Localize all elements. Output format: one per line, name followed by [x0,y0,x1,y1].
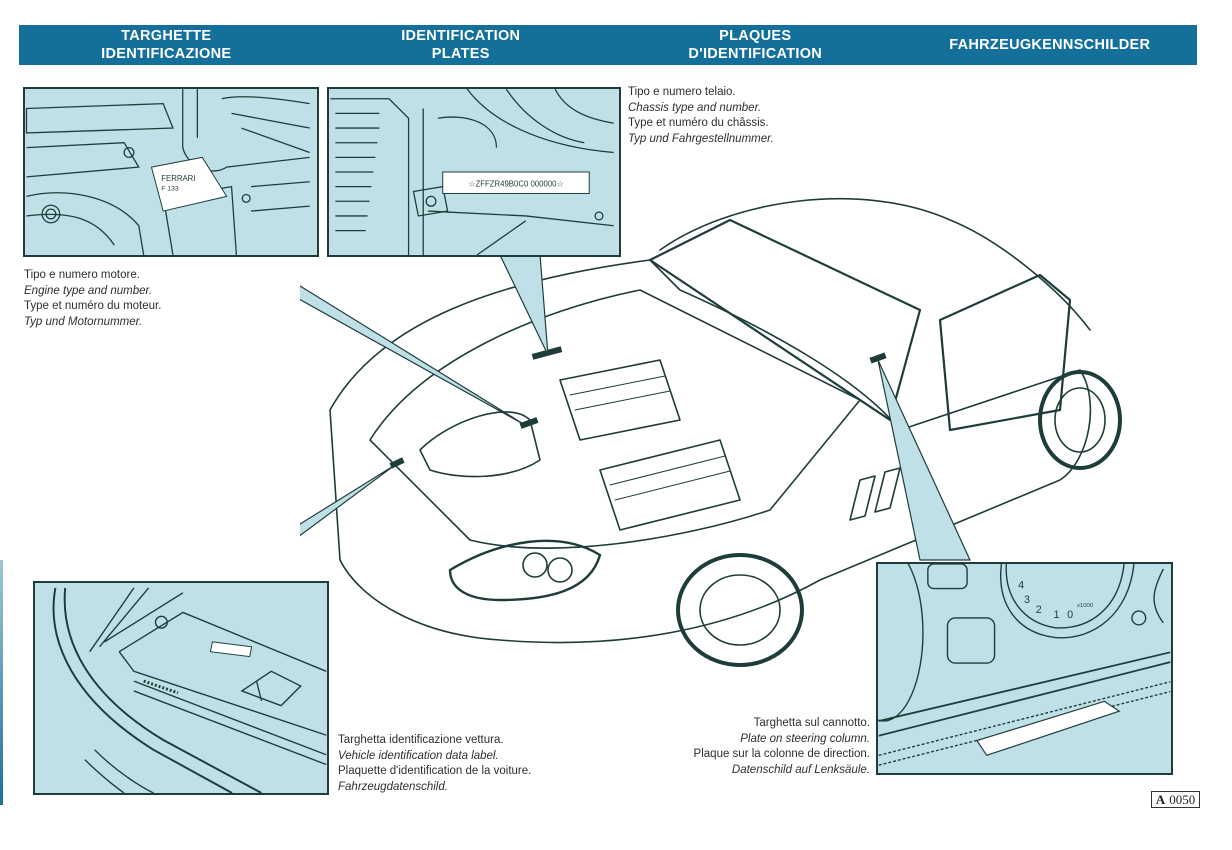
engine-plate [150,156,228,212]
rear-wheel-rim [1054,387,1106,453]
car-roof-outline [659,197,1091,331]
engine-caption-en: Engine type and number. [24,284,153,297]
engine-caption-fr: Type et numéro du moteur. [24,300,162,312]
steering-caption-fr: Plaque sur la colonne de direction. [693,748,870,760]
engine-caption-it: Tipo e numero motore. [24,269,140,281]
engine-caption: Tipo e numero motore. Engine type and nu… [24,268,161,330]
title-en-line2: PLATES [431,46,490,62]
headlight-lamp-2 [547,557,573,583]
engine-leader [300,285,526,426]
rear-wheel [1038,370,1122,470]
speedometer-dial [878,564,924,722]
steering-column-plate [975,700,1121,757]
tach-label-3: 3 [1024,594,1030,606]
chassis-plate-detail-art: ☆ZFFZR49B0C0 000000☆ [330,89,614,255]
car-windshield [648,218,922,422]
steering-caption-it: Targhetta sul cannotto. [753,717,870,729]
vehicle-label-caption-it: Targhetta identificazione vettura. [338,734,504,746]
engine-plate-marker [519,417,539,429]
headlight [448,539,602,602]
engine-plate-detail-art: FERRARI F 133 [25,89,310,255]
engine-cover-right [599,439,741,531]
front-wheel-rim [699,574,781,646]
warning-light-cover [946,617,996,664]
car-illustration [300,197,1122,667]
title-fr-line1: PLAQUES [719,28,792,44]
vehicle-label-caption-de: Fahrzeugdatenschild. [338,780,448,793]
title-en-line1: IDENTIFICATION [401,28,521,44]
title-it-line1: TARGHETTE [121,28,212,44]
steering-plate-detail-art: 4 3 2 1 0 x1000 [878,564,1171,766]
engine-plate-text-2: F 133 [161,186,179,193]
steering-leader [877,359,971,561]
page-reference: A 0050 [1151,791,1200,808]
chassis-caption-fr: Type et numéro du châssis. [628,117,769,129]
vehicle-label-detail-panel [33,581,329,795]
page-section-letter: A [1155,791,1166,807]
chassis-plate-detail-panel: ☆ZFFZR49B0C0 000000☆ [327,87,621,257]
title-english: IDENTIFICATION PLATES [314,25,609,65]
steering-plate-marker [869,352,887,364]
title-italian: TARGHETTE IDENTIFICAZIONE [19,25,314,65]
tach-label-2: 2 [1036,604,1042,616]
chassis-caption-en: Chassis type and number. [628,101,762,114]
vehicle-label-leader [300,464,396,537]
vehicle-label-caption: Targhetta identificazione vettura. Vehic… [338,733,531,795]
tach-label-0: 0 [1067,609,1073,621]
vehicle-label-caption-fr: Plaquette d'identification de la voiture… [338,765,532,777]
headlight-lamp-1 [522,552,548,578]
chassis-caption-de: Typ und Fahrgestellnummer. [628,132,774,145]
vehicle-data-label [209,641,253,658]
engine-caption-de: Typ und Motornummer. [24,315,143,328]
title-de-line1: FAHRZEUGKENNSCHILDER [949,37,1151,53]
chassis-caption-it: Tipo e numero telaio. [628,86,736,98]
tach-label-1: 1 [1053,609,1059,621]
side-vents [849,467,901,521]
tach-label-x1000: x1000 [1077,603,1094,609]
chassis-plate-text: ☆ZFFZR49B0C0 000000☆ [468,180,563,189]
vehicle-label-caption-en: Vehicle identification data label. [338,749,499,762]
title-fr-line2: D'IDENTIFICATION [688,46,823,62]
engine-plate-detail-panel: FERRARI F 133 [23,87,319,257]
engine-cover-left [559,359,681,441]
chassis-leader [499,254,549,356]
title-german: FAHRZEUGKENNSCHILDER [903,25,1198,65]
tachometer-dial [1000,564,1135,639]
title-band: TARGHETTE IDENTIFICAZIONE IDENTIFICATION P… [19,25,1197,65]
car-body-outline [329,259,1092,644]
engine-bay-outline [369,289,861,549]
engine-plate-text-1: FERRARI [161,174,195,183]
chassis-plate [442,171,590,194]
title-french: PLAQUES D'IDENTIFICATION [608,25,903,65]
page-number: 0050 [1169,791,1196,807]
steering-caption-en: Plate on steering column. [740,732,870,745]
car-side-window [938,273,1072,432]
front-hood-lid [419,411,541,478]
title-it-line2: IDENTIFICAZIONE [101,46,232,62]
front-wheel [676,553,804,667]
chassis-caption: Tipo e numero telaio. Chassis type and n… [628,85,774,147]
tach-label-4: 4 [1018,580,1024,592]
steering-caption-de: Datenschild auf Lenksäule. [731,763,870,776]
steering-plate-detail-panel: 4 3 2 1 0 x1000 [876,562,1173,775]
steering-caption: Targhetta sul cannotto. Plate on steerin… [694,716,870,778]
page-edge-marker [0,560,3,805]
vehicle-label-detail-art [52,587,327,793]
